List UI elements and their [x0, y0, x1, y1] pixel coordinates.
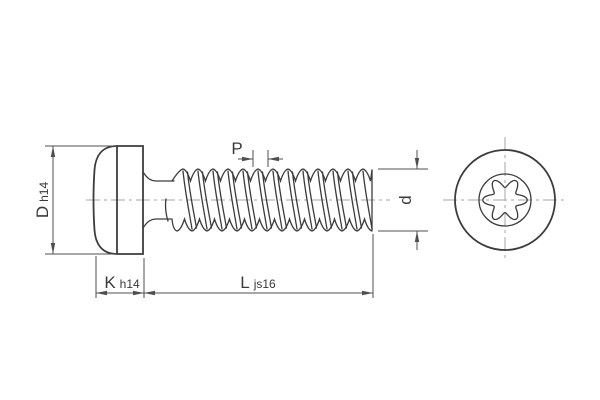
thread-top-silhouette [171, 168, 373, 184]
torx-recess-icon [482, 179, 528, 221]
screw-neck [142, 171, 175, 229]
k-extension-lines [95, 256, 145, 298]
dim-label-pitch: P [231, 139, 242, 158]
screw-head-outline [92, 145, 144, 255]
d-head-extension-lines [45, 145, 117, 255]
dimension-head-diameter: Dh14 [33, 145, 117, 255]
recess-circle [478, 173, 532, 227]
dimension-thread-diameter: d [378, 150, 428, 250]
dim-label-head-diameter: Dh14 [33, 182, 52, 219]
dim-label-thread-diameter: d [396, 195, 415, 204]
d-thread-extension-lines [378, 150, 428, 250]
dimension-pitch: P [231, 139, 283, 167]
end-view [443, 137, 568, 262]
p-extension-ticks [238, 150, 283, 167]
side-view [86, 145, 390, 255]
head-outer-circle [454, 149, 556, 251]
thread-crest-lines [164, 170, 373, 230]
